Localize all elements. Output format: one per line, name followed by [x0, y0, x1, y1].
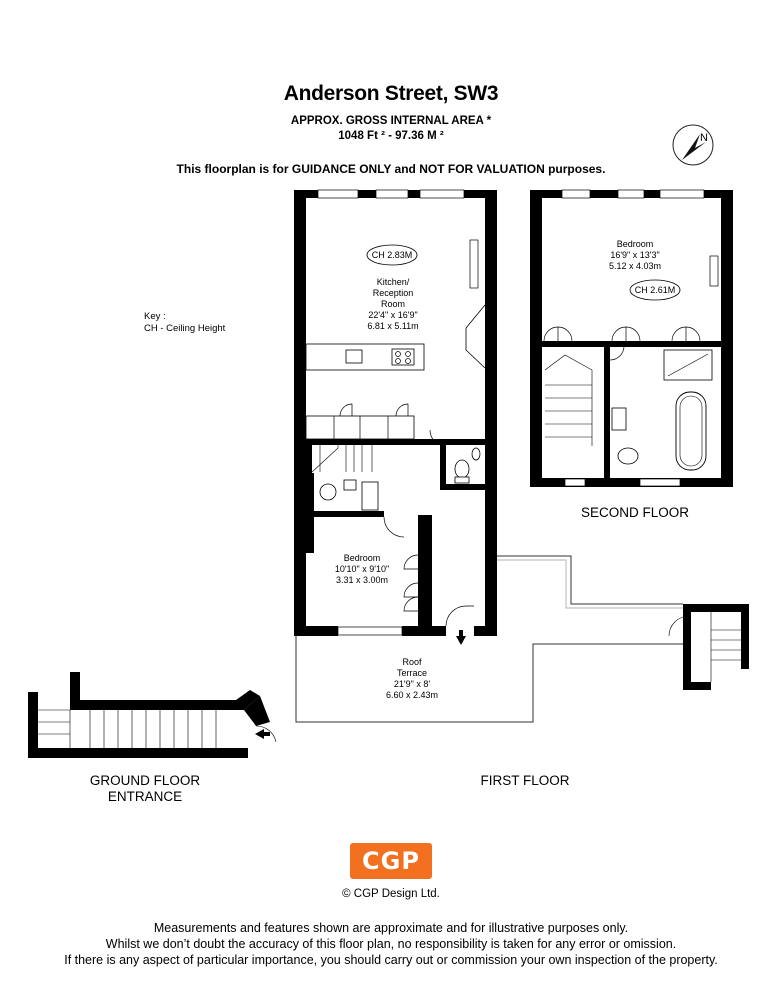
- kitchen-name-line1: Kitchen/: [376, 277, 410, 287]
- kitchen-name-line2: Reception: [372, 288, 414, 298]
- copyright-notice: © CGP Design Ltd.: [342, 888, 440, 900]
- cgp-logo-text: CGP: [362, 847, 420, 875]
- key-legend: Key : CH - Ceiling Height: [144, 311, 225, 335]
- plan-title: Anderson Street, SW3: [283, 82, 499, 105]
- second-bedroom-ceiling-height: CH 2.61M: [634, 285, 676, 295]
- ground-floor-label: GROUND FLOOR ENTRANCE: [70, 773, 220, 805]
- bedroom-dimensions-imperial: 10'10" x 9'10": [334, 564, 390, 574]
- bedroom-dimensions-metric: 3.31 x 3.00m: [335, 575, 389, 585]
- ground-floor-label-line1: GROUND FLOOR: [89, 773, 201, 788]
- ground-floor-label-line2: ENTRANCE: [107, 789, 183, 804]
- bedroom-name: Bedroom: [343, 553, 381, 563]
- terrace-dimensions-metric: 6.60 x 2.43m: [385, 690, 439, 700]
- second-floor-bedroom-label: Bedroom 16'9" x 13'3" 5.12 x 4.03m: [590, 239, 680, 272]
- first-floor-bedroom-label: Bedroom 10'10" x 9'10" 3.31 x 3.00m: [322, 553, 402, 586]
- second-bedroom-dimensions-metric: 5.12 x 4.03m: [608, 261, 662, 271]
- north-letter: N: [700, 132, 708, 144]
- second-floor-label: SECOND FLOOR: [580, 505, 689, 520]
- terrace-dimensions-imperial: 21'9" x 8': [393, 679, 431, 689]
- first-floor-label: FIRST FLOOR: [480, 773, 570, 788]
- gross-area-heading: APPROX. GROSS INTERNAL AREA *: [290, 115, 492, 127]
- cgp-logo: CGP: [350, 843, 432, 879]
- footer-disclaimer-line1: Measurements and features shown are appr…: [153, 921, 629, 935]
- kitchen-dimensions-imperial: 22'4" x 16'9": [368, 310, 418, 320]
- key-ch-entry: CH - Ceiling Height: [144, 323, 226, 334]
- kitchen-room-label: Kitchen/ Reception Room 22'4" x 16'9" 6.…: [345, 277, 441, 332]
- roof-terrace-label: Roof Terrace 21'9" x 8' 6.60 x 2.43m: [372, 657, 452, 701]
- second-bedroom-name: Bedroom: [616, 239, 654, 249]
- terrace-name-line2: Terrace: [396, 668, 427, 678]
- second-floor-plan: [530, 189, 733, 487]
- kitchen-dimensions-metric: 6.81 x 5.11m: [367, 321, 419, 331]
- gross-area-value: 1048 Ft ² - 97.36 M ²: [338, 130, 444, 142]
- first-floor-plan: [294, 189, 683, 723]
- kitchen-name-line3: Room: [380, 299, 405, 309]
- footer-disclaimer-line2: Whilst we don’t doubt the accuracy of th…: [105, 937, 677, 951]
- north-arrow-icon: N: [672, 124, 714, 166]
- ground-floor-entrance-plan: [28, 672, 277, 758]
- terrace-name-line1: Roof: [402, 657, 422, 667]
- footer-disclaimer-line3: If there is any aspect of particular imp…: [64, 953, 718, 967]
- second-bedroom-dimensions-imperial: 16'9" x 13'3": [610, 250, 660, 260]
- first-floor-stair-tower: [668, 604, 749, 690]
- key-heading: Key :: [144, 311, 166, 322]
- guidance-notice: This floorplan is for GUIDANCE ONLY and …: [176, 162, 606, 176]
- kitchen-ceiling-height: CH 2.83M: [371, 250, 413, 260]
